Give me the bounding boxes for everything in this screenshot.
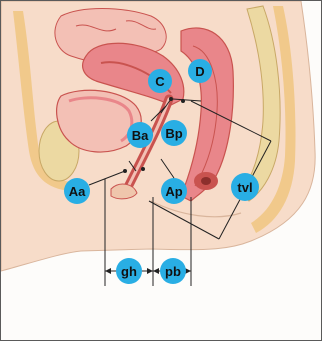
marker-Bp: Bp bbox=[161, 120, 187, 146]
marker-Aa: Aa bbox=[64, 178, 90, 204]
marker-pb: pb bbox=[160, 258, 186, 284]
marker-C-label: C bbox=[155, 74, 165, 89]
marker-Ba: Ba bbox=[127, 122, 153, 148]
marker-Ap-label: Ap bbox=[165, 184, 182, 199]
marker-D: D bbox=[188, 59, 212, 83]
marker-pb-label: pb bbox=[165, 264, 181, 279]
marker-D-label: D bbox=[195, 64, 204, 79]
anal-opening bbox=[201, 177, 211, 185]
marker-Bp-label: Bp bbox=[165, 126, 182, 141]
marker-gh: gh bbox=[116, 258, 142, 284]
marker-tvl: tvl bbox=[231, 173, 259, 201]
marker-Ba-label: Ba bbox=[132, 128, 149, 143]
marker-Ap: Ap bbox=[161, 178, 187, 204]
marker-Aa-label: Aa bbox=[69, 184, 86, 199]
marker-gh-label: gh bbox=[121, 264, 137, 279]
marker-tvl-label: tvl bbox=[237, 180, 252, 195]
marker-C: C bbox=[148, 69, 172, 93]
